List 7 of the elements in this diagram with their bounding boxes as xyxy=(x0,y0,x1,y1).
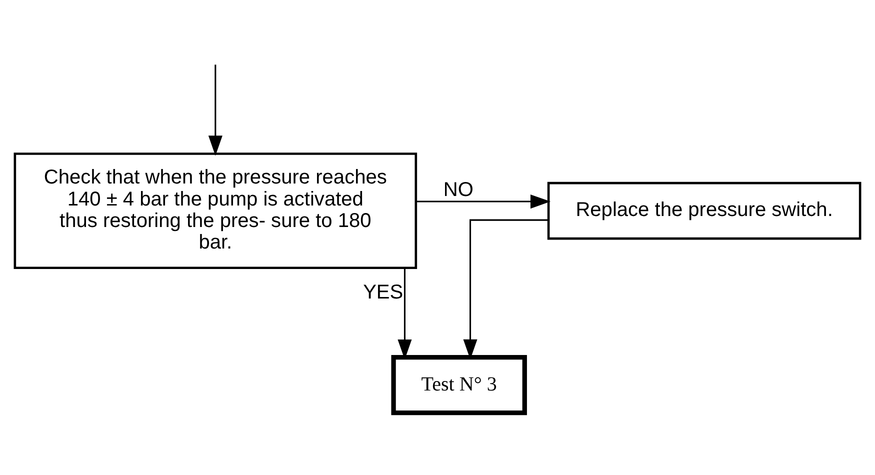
edge-label: NO xyxy=(443,178,474,200)
node-box: Test N° 3 xyxy=(391,354,527,415)
edge-label: YES xyxy=(363,281,404,304)
arrow xyxy=(416,194,551,208)
node-box: Check that when the pressure reaches 140 ± 4 bar the pump is activated thus restoring the pres- sure to 180 bar. xyxy=(14,152,418,269)
node-box: Replace the pressure switch. xyxy=(547,181,862,240)
arrow xyxy=(208,64,222,156)
